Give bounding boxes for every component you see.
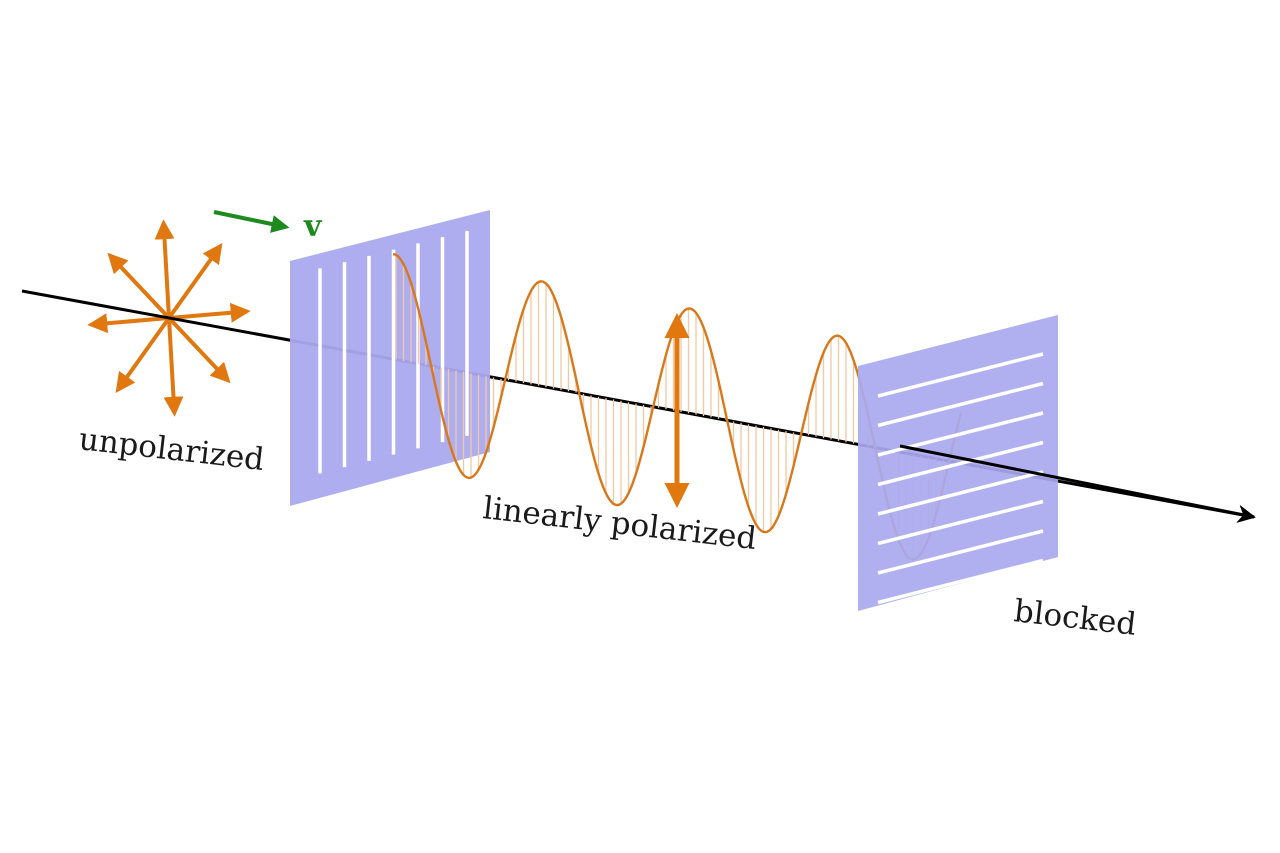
blocked-label: blocked	[1012, 593, 1138, 643]
vertical-slits	[318, 230, 469, 474]
slit	[877, 352, 1044, 398]
unpolarized-arrows	[87, 219, 251, 417]
unpolarized-arrow-icon	[107, 252, 171, 320]
unpolarized-arrow-icon	[167, 316, 231, 384]
unpolarized-label: unpolarized	[77, 421, 266, 478]
velocity-label: v	[303, 209, 323, 244]
slit	[877, 381, 1044, 428]
slit	[877, 529, 1044, 575]
polarizer-vertical	[290, 210, 490, 506]
linearly-polarized-label: linearly polarized	[481, 490, 758, 557]
slit	[877, 499, 1044, 546]
polarizer-horizontal	[858, 315, 1058, 611]
slit	[877, 440, 1044, 487]
propagation-axis	[21, 289, 1256, 523]
unpolarized-arrow-icon	[115, 316, 171, 393]
slit	[877, 558, 1044, 605]
unpolarized-arrow-icon	[163, 317, 184, 417]
unpolarized-arrow-icon	[154, 219, 175, 319]
horizontal-slits	[877, 352, 1044, 605]
velocity-arrow-icon	[213, 210, 290, 233]
unpolarized-arrow-icon	[87, 313, 170, 334]
slit	[877, 470, 1044, 516]
propagation-axis-front	[899, 444, 1256, 523]
unpolarized-arrow-icon	[168, 302, 251, 323]
polarizer-vertical-plate	[290, 210, 490, 506]
unpolarized-arrow-icon	[167, 243, 223, 320]
